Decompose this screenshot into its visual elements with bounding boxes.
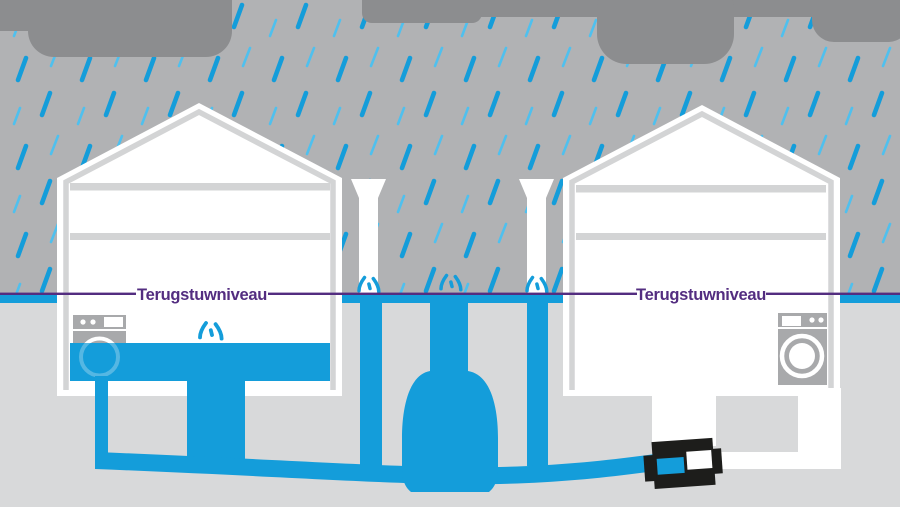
house-right [563,105,840,396]
house-left-main-drain [187,374,245,468]
standpipe-icon-right [519,179,554,296]
house-right-upper-floor [576,233,826,240]
house-left-shell [57,103,342,396]
house-left-small-drain [95,376,108,460]
valve-access-shaft [652,388,716,446]
house-left-upper-floor [70,233,330,240]
valve-flange-right [709,448,723,475]
backflow-level-label-left: Terugstuwniveau [137,286,267,304]
valve-closed-outlet [686,450,713,470]
splash-icon-street-center [439,273,463,292]
valve-inlet-water [656,456,685,475]
backflow-valve-icon [643,437,723,490]
house-right-empty-pipe-vertical [798,388,841,469]
cloud-icon-left [0,0,232,57]
sewer-bell-icon [402,294,498,492]
splash-icon-street-left [357,275,381,294]
standpipe-drain-left [360,296,382,468]
valve-flange-left [643,454,658,482]
standpipe-drain-right [527,296,548,466]
washing-machine-icon-right [778,313,827,385]
underground-pipes [95,294,841,492]
splash-icon-basement [198,321,224,341]
house-right-shell [563,105,840,396]
house-right-empty-pipe-horizontal [708,452,808,469]
house-left [57,103,342,396]
house-left-attic-floor [70,183,330,191]
level-line-icon [0,292,900,295]
backflow-level-label-right: Terugstuwniveau [636,286,766,304]
splash-icon-street-right [525,275,549,294]
submerged-door-ring [79,343,120,378]
house-right-inner-outline [569,110,834,390]
house-left-inner-outline [63,108,336,390]
cloud-icon-right [362,0,900,64]
house-right-attic-floor [576,185,826,193]
standpipe-icon-left [351,179,386,296]
sewer-lateral-pipe [95,452,662,485]
